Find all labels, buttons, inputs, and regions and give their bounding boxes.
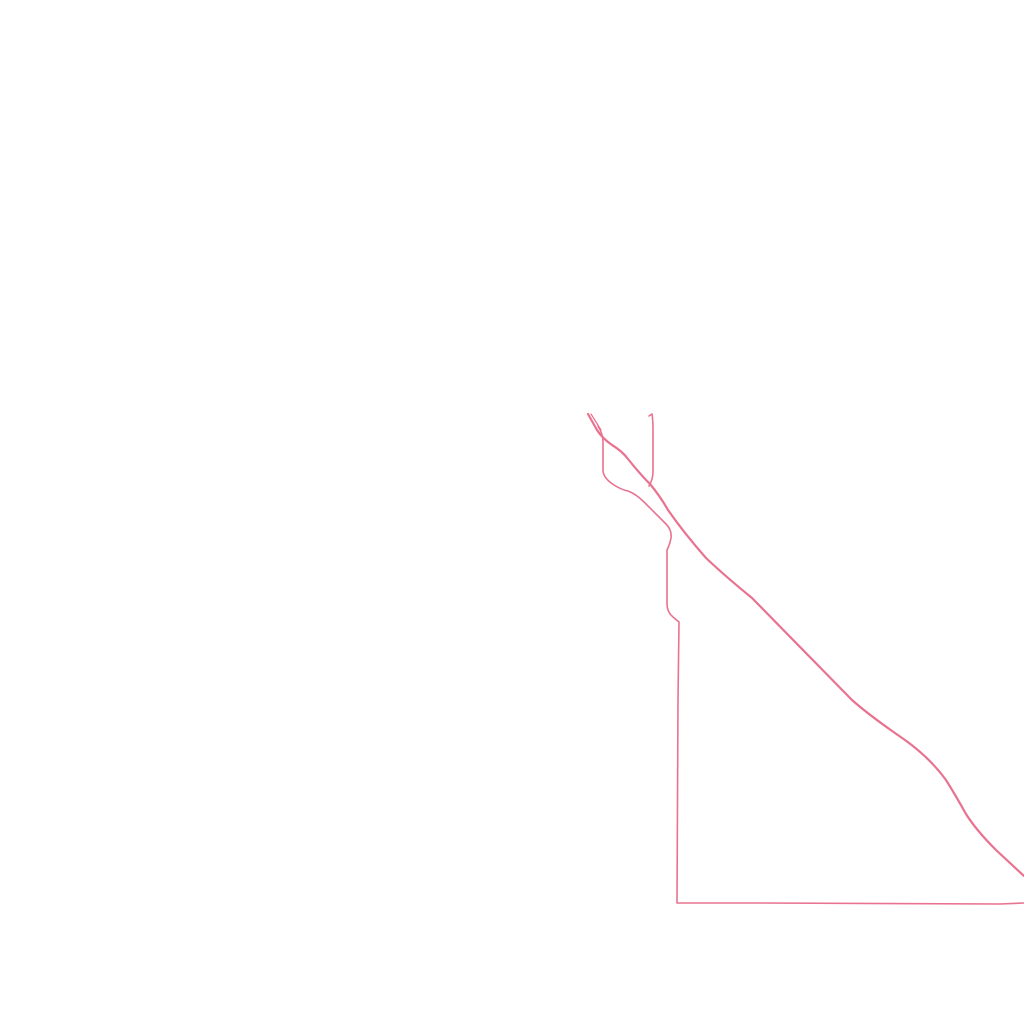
branch-loop-route[interactable] xyxy=(597,425,1024,905)
short-spur-route[interactable] xyxy=(648,413,654,487)
main-diagonal-route[interactable] xyxy=(586,412,1024,878)
